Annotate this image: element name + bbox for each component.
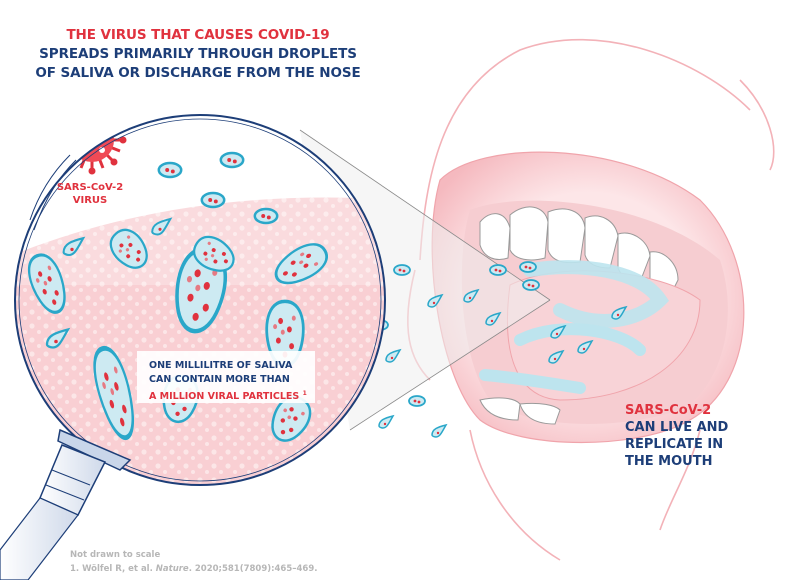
- mouth-label-line-1: SARS-CoV-2: [625, 403, 712, 418]
- mouth-label-line-4: THE MOUTH: [625, 454, 713, 469]
- callout-line-1: ONE MILLILITRE OF SALIVA: [149, 360, 293, 371]
- mouth: [431, 151, 745, 444]
- magnifier-handle: [0, 428, 132, 580]
- callout-line-3: A MILLION VIRAL PARTICLES 1: [149, 390, 307, 403]
- headline-line-3: OF SALIVA OR DISCHARGE FROM THE NOSE: [35, 65, 361, 81]
- disclaimer: Not drawn to scale: [70, 550, 161, 560]
- virus-label-line-1: SARS-CoV-2: [56, 182, 124, 193]
- reference-marker: 1: [302, 390, 307, 397]
- callout-line-2: CAN CONTAIN MORE THAN: [149, 374, 290, 385]
- mouth-label: SARS-CoV-2 CAN LIVE AND REPLICATE IN THE…: [625, 402, 728, 470]
- virus-label-line-2: VIRUS: [72, 195, 108, 206]
- headline: THE VIRUS THAT CAUSES COVID-19 SPREADS P…: [0, 26, 396, 83]
- headline-line-2: SPREADS PRIMARILY THROUGH DROPLETS: [39, 46, 357, 62]
- mouth-label-line-3: REPLICATE IN: [625, 437, 724, 452]
- headline-line-1: THE VIRUS THAT CAUSES COVID-19: [66, 27, 330, 43]
- reference-citation: 1. Wölfel R, et al. Nature. 2020;581(780…: [70, 564, 318, 574]
- footnotes: Not drawn to scale 1. Wölfel R, et al. N…: [70, 548, 317, 576]
- magnifier-lens: [14, 114, 386, 486]
- mouth-label-line-2: CAN LIVE AND: [625, 420, 729, 435]
- virus-label: SARS-CoV-2 VIRUS: [55, 181, 125, 207]
- saliva-callout: ONE MILLILITRE OF SALIVA CAN CONTAIN MOR…: [137, 351, 315, 403]
